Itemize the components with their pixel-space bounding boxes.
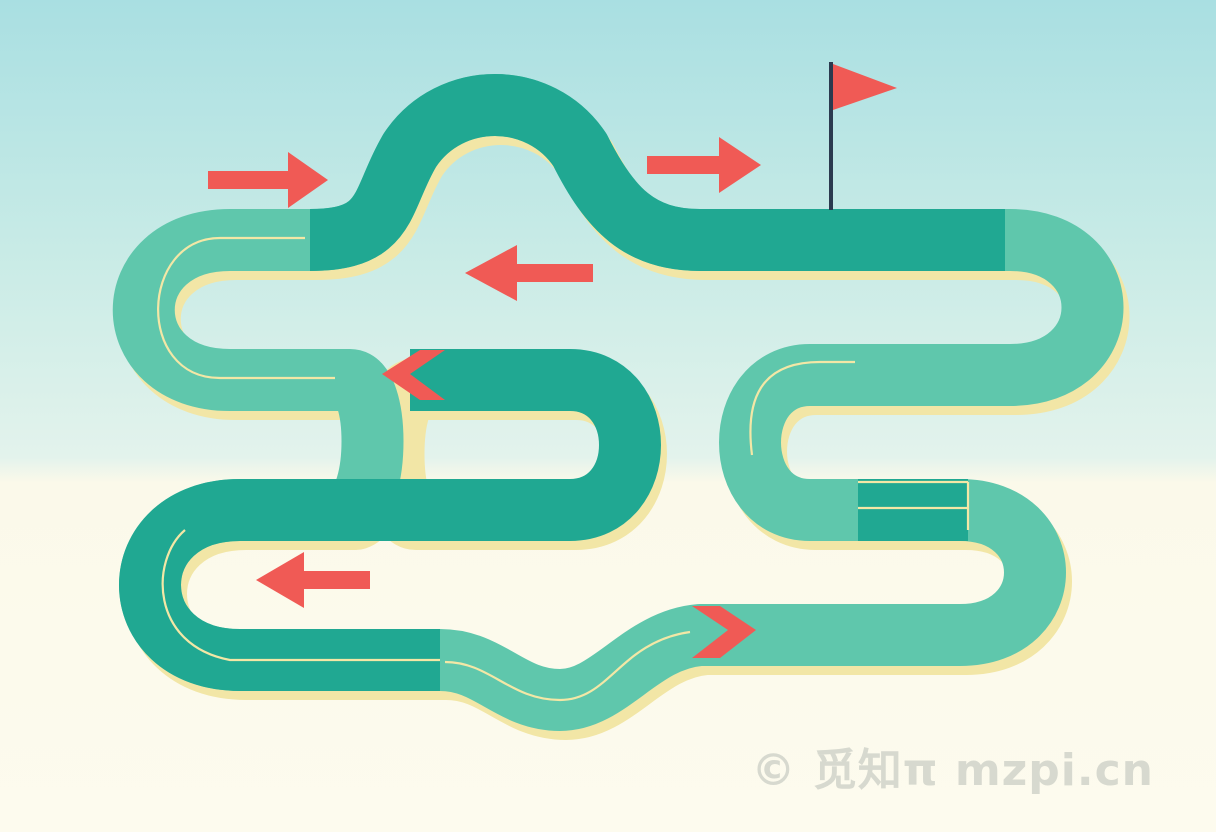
track-dark-segments	[119, 74, 1005, 691]
top-hill-segment	[309, 74, 1005, 271]
red-arrow-right-icon	[647, 137, 761, 193]
lane-lines	[157, 236, 970, 702]
red-arrow-left-icon	[465, 245, 593, 301]
direction-arrows	[208, 137, 761, 658]
red-arrow-left-icon	[256, 552, 370, 608]
red-arrow-right-icon	[208, 152, 328, 208]
watermark-text: © 觅知π mzpi.cn	[751, 745, 1154, 796]
red-chevron-icon	[382, 350, 445, 400]
inner-loop-segment	[119, 349, 661, 691]
red-chevron-icon	[692, 606, 756, 658]
finish-flag-icon	[829, 62, 897, 210]
